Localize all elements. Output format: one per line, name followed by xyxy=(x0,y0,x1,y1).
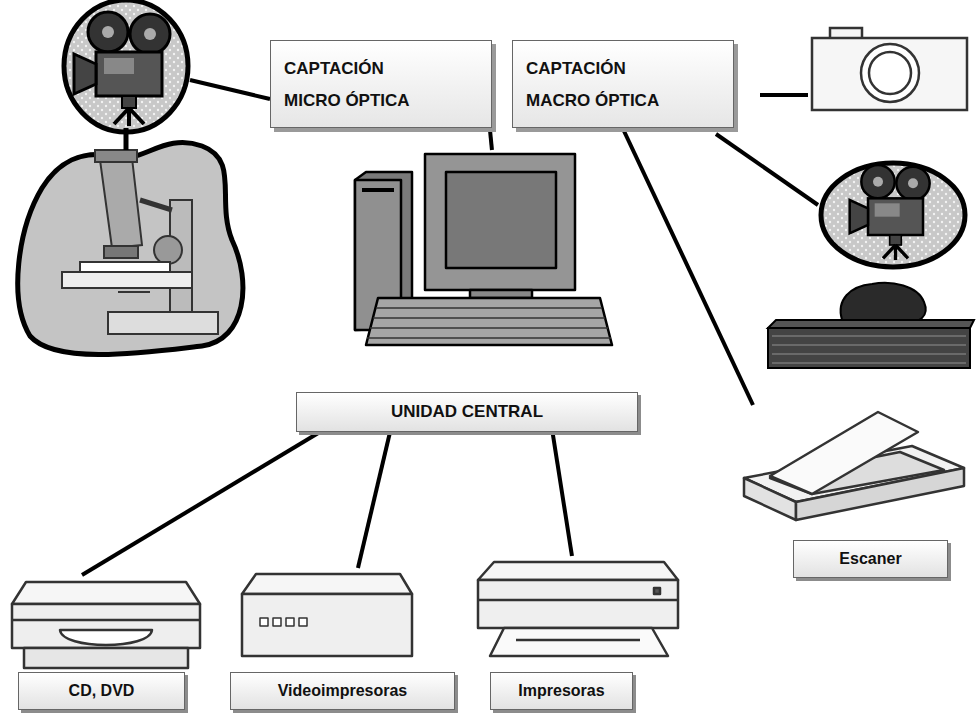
device-label: Escaner xyxy=(793,540,948,578)
capture-box: CAPTACIÓN MACRO ÓPTICA xyxy=(512,40,734,128)
microscope-icon-part xyxy=(118,291,150,293)
computer-part xyxy=(367,308,611,338)
microscope-region-part xyxy=(74,12,170,126)
microscope-icon-part xyxy=(104,246,138,258)
microscope-icon-part xyxy=(80,262,170,272)
connector-line-part xyxy=(358,432,390,568)
computer-part-part xyxy=(370,327,608,329)
capture-box: CAPTACIÓN MICRO ÓPTICA xyxy=(270,40,492,128)
connector-line xyxy=(358,432,390,568)
photo-camera-part xyxy=(812,38,967,110)
connector-line-part xyxy=(82,432,320,575)
video-camera-part-part xyxy=(772,362,966,364)
connector-line-part xyxy=(490,128,492,150)
connector-line xyxy=(490,128,492,150)
video-camera-part xyxy=(821,163,965,267)
microscope-icon-part xyxy=(108,312,218,334)
computer-part xyxy=(446,172,556,268)
leader-lines-part xyxy=(760,93,808,97)
printer-icon-part xyxy=(478,580,678,628)
connector-line-part xyxy=(623,128,753,405)
box-title: CAPTACIÓN MICRO ÓPTICA xyxy=(284,53,429,117)
computer xyxy=(355,154,612,345)
video-camera-part-part xyxy=(772,344,966,346)
printer-icon-part xyxy=(490,628,668,656)
video-camera-part-part xyxy=(772,353,966,355)
cd-dvd-drive-icon-part xyxy=(12,604,200,648)
device-label: UNIDAD CENTRAL xyxy=(296,392,638,432)
device-group: CD, DVD xyxy=(10,575,202,713)
video-camera-part xyxy=(850,165,930,260)
video-printer-icon-part xyxy=(260,618,307,626)
photo-camera-part xyxy=(861,44,919,102)
printer-icon-part xyxy=(516,639,640,642)
microscope-icon-part xyxy=(95,150,137,162)
computer-part-part xyxy=(367,337,611,339)
microscope-region-part xyxy=(18,143,243,355)
video-printer-icon-part-part xyxy=(273,618,281,626)
printer-icon-part xyxy=(478,599,678,602)
microscope-icon-part xyxy=(140,200,172,210)
microscope-icon-part xyxy=(62,272,192,288)
device-label: Impresoras xyxy=(490,672,633,710)
video-printer-icon-part-part xyxy=(286,618,294,626)
photo-camera-part xyxy=(869,52,911,94)
device-label: Videoimpresoras xyxy=(230,672,455,710)
video-camera-part xyxy=(772,336,966,363)
photo-camera xyxy=(812,28,967,110)
printer-icon-part xyxy=(478,562,678,580)
box-title: CAPTACIÓN MACRO ÓPTICA xyxy=(526,53,671,117)
device-group: Videoimpresoras xyxy=(228,568,458,713)
connector-line xyxy=(553,432,572,556)
video-printer-icon-part xyxy=(242,574,412,594)
video-camera-part-part xyxy=(772,335,966,337)
connector-line xyxy=(623,128,753,405)
video-printer-icon-part-part xyxy=(260,618,268,626)
device-group: Impresoras xyxy=(472,556,682,713)
cd-dvd-drive-icon-part xyxy=(12,582,200,604)
video-printer-icon-part xyxy=(242,594,412,656)
cd-dvd-drive-icon-part xyxy=(12,619,200,622)
computer-part-part xyxy=(373,317,605,319)
computer-part-part xyxy=(376,307,602,309)
video-camera-part xyxy=(841,283,926,324)
cd-dvd-drive-icon-part xyxy=(24,648,188,668)
printer-icon xyxy=(478,562,678,656)
microscope-icon-part xyxy=(100,158,142,248)
leader-lines-part xyxy=(716,134,818,205)
video-camera xyxy=(768,163,974,368)
cd-dvd-drive-icon xyxy=(12,582,200,668)
microscope-icon xyxy=(62,150,218,334)
video-camera-part xyxy=(768,320,974,328)
microscope-region-part xyxy=(64,0,188,132)
device-group: UNIDAD CENTRAL xyxy=(296,150,638,432)
video-camera-part xyxy=(768,328,970,368)
connector-line-part xyxy=(553,432,572,556)
scanner-icon-part xyxy=(770,412,918,494)
computer-part xyxy=(366,298,612,345)
video-printer-icon-part-part xyxy=(299,618,307,626)
connector-line xyxy=(82,432,320,575)
device-group: Escaner xyxy=(740,405,968,580)
microscope-region xyxy=(18,0,243,355)
printer-icon-part xyxy=(654,588,660,594)
cd-dvd-drive-icon-part xyxy=(60,630,152,645)
microscope-icon-part xyxy=(154,236,182,264)
computer-part xyxy=(362,188,394,192)
scanner-icon xyxy=(744,412,964,520)
microscope-region-part xyxy=(124,128,129,150)
video-printer-icon xyxy=(242,574,412,656)
computer-part xyxy=(425,154,575,290)
leader-lines-part xyxy=(190,80,270,99)
device-label: CD, DVD xyxy=(18,672,185,710)
